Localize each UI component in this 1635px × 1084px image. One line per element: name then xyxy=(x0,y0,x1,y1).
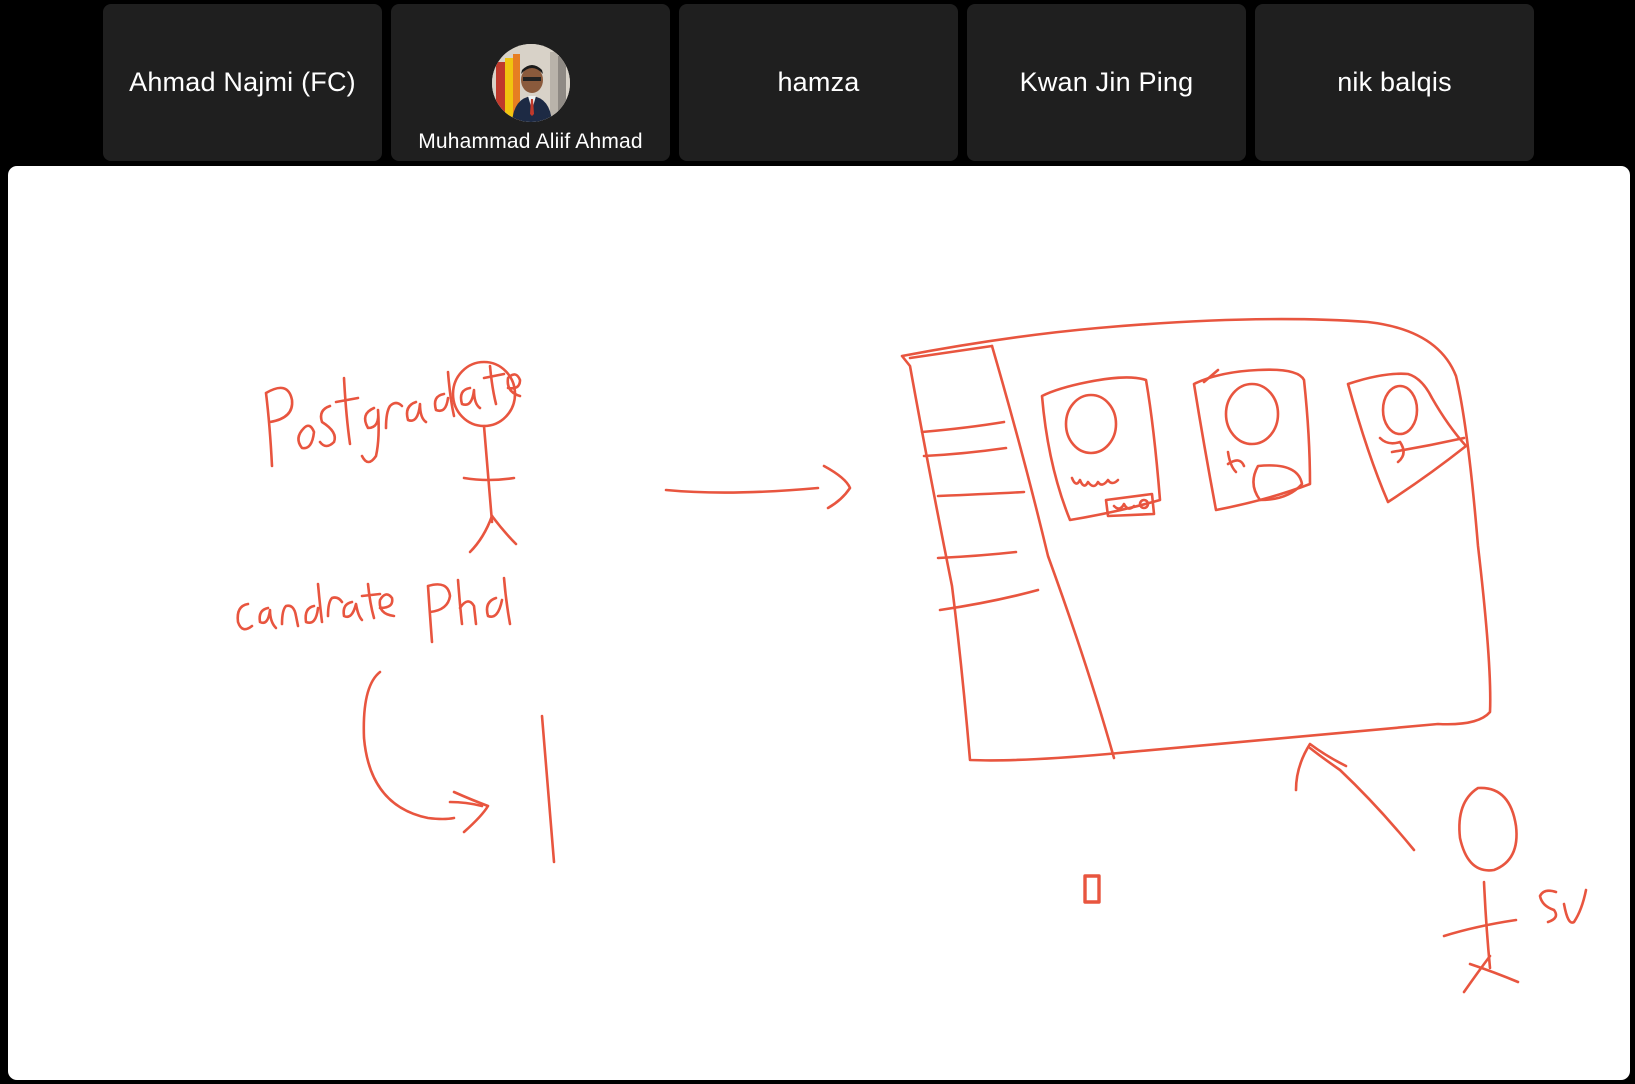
participant-tile-kwan-jin-ping[interactable]: Kwan Jin Ping xyxy=(967,4,1246,161)
participant-name: Muhammad Aliif Ahmad xyxy=(418,130,643,153)
participant-tile-nik-balqis[interactable]: nik balqis xyxy=(1255,4,1534,161)
participant-avatar xyxy=(491,44,570,122)
participant-name: Kwan Jin Ping xyxy=(1019,67,1194,97)
stick-figure-postgraduate xyxy=(451,360,518,554)
arrow-up xyxy=(1294,742,1416,852)
curved-arrow xyxy=(362,670,556,864)
pen-cursor xyxy=(1083,874,1101,904)
handwriting-candidate-phd xyxy=(236,576,512,644)
participant-name: hamza xyxy=(777,67,860,97)
arrow-right xyxy=(664,464,852,510)
participant-strip: Ahmad Najmi (FC) Muh xyxy=(103,4,1534,161)
sketch-meeting-screen xyxy=(900,317,1492,762)
stick-figure-sv xyxy=(1442,786,1520,994)
handwriting-sv xyxy=(1538,888,1588,924)
participant-tile-hamza[interactable]: hamza xyxy=(679,4,958,161)
participant-name: Ahmad Najmi (FC) xyxy=(129,67,356,97)
whiteboard-canvas[interactable] xyxy=(8,166,1630,1080)
participant-tile-muhammad-aliif-ahmad[interactable]: Muhammad Aliif Ahmad xyxy=(391,4,670,161)
participant-tile-ahmad-najmi[interactable]: Ahmad Najmi (FC) xyxy=(103,4,382,161)
handwriting-postgraduate xyxy=(264,364,522,468)
participant-name: nik balqis xyxy=(1337,67,1452,97)
